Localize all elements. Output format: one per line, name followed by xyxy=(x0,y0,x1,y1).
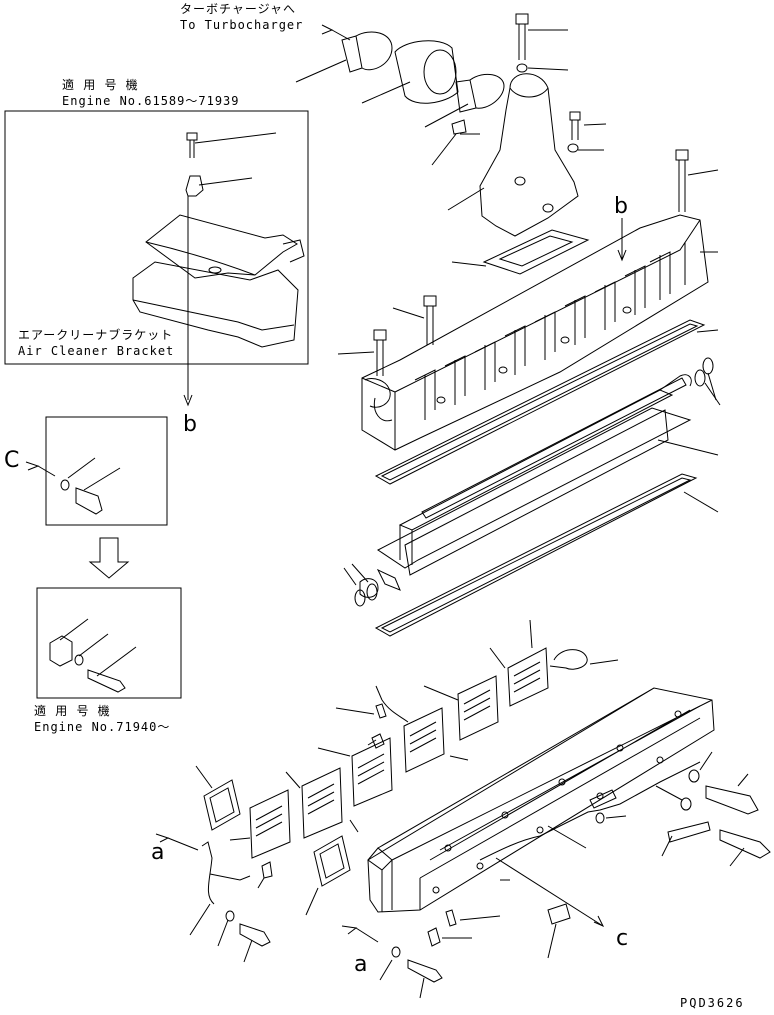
engine-range-top-en: Engine No.61589～71939 xyxy=(62,94,240,108)
bracket-label-en: Air Cleaner Bracket xyxy=(18,344,175,358)
turbo-connection-parts xyxy=(295,13,607,275)
inset-box-old-bolt xyxy=(45,416,168,526)
inset-box-bracket xyxy=(4,110,309,365)
ref-c-bottom: c xyxy=(616,926,629,951)
ref-a-bottom: a xyxy=(354,952,368,977)
new-bolt-set xyxy=(49,618,137,693)
drawing-number: PQD3626 xyxy=(680,996,745,1010)
intercooler-core xyxy=(343,357,721,607)
engine-range-top-jp: 適 用 号 機 xyxy=(62,78,139,92)
intake-cover xyxy=(367,687,715,928)
lower-gasket xyxy=(374,473,719,637)
engine-range-bottom-en: Engine No.71940～ xyxy=(34,720,171,734)
lower-bolts xyxy=(155,833,443,999)
ref-a-left: a xyxy=(151,840,165,865)
side-bolts xyxy=(427,751,771,959)
air-cleaner-bracket-drawing xyxy=(132,132,305,407)
ref-b-right: b xyxy=(614,194,628,219)
ref-b-left: b xyxy=(183,412,197,437)
transition-arrow xyxy=(88,537,130,579)
upper-gasket xyxy=(374,319,719,485)
turbo-label-en: To Turbocharger xyxy=(180,18,304,32)
old-bolt-set xyxy=(25,457,121,515)
turbo-label-jp: ターボチャージャへ xyxy=(180,2,297,16)
inset-box-new-bolt xyxy=(36,587,182,699)
engine-range-bottom-jp: 適 用 号 機 xyxy=(34,704,111,718)
ref-c-left: C xyxy=(4,448,20,473)
intake-manifold xyxy=(337,149,719,451)
bracket-label-jp: エアークリーナブラケット xyxy=(18,328,174,342)
intake-heater-units xyxy=(195,619,619,916)
